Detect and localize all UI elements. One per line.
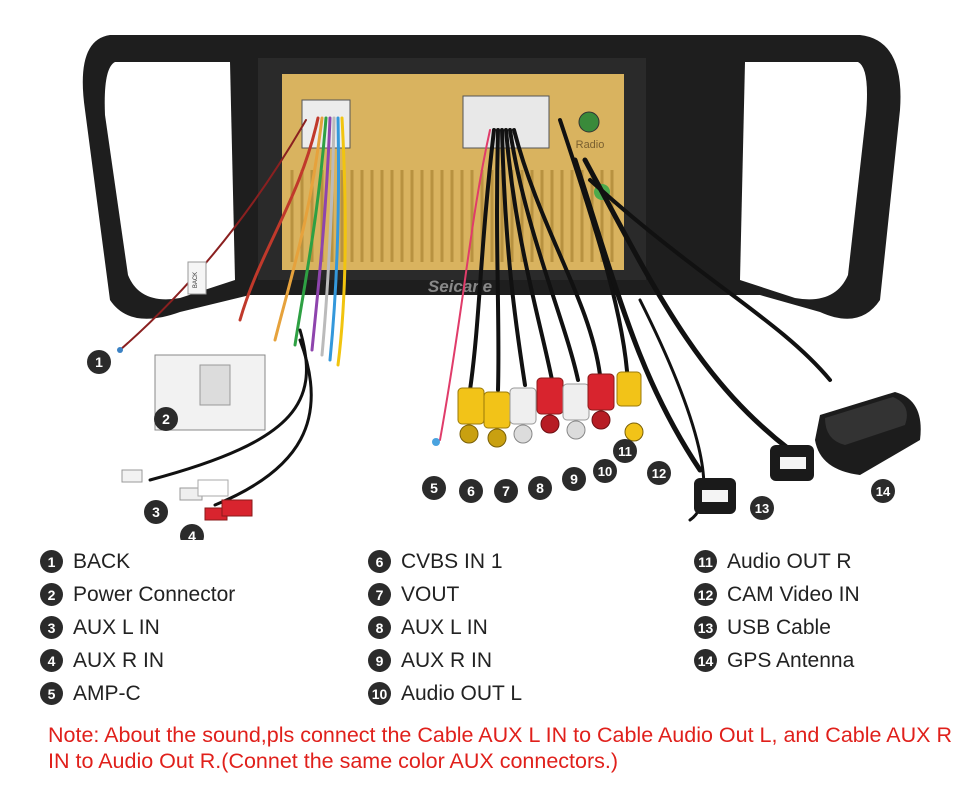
number-badge: 9	[368, 649, 391, 672]
callout-badge: 3	[144, 500, 168, 524]
callout-badge: 13	[750, 496, 774, 520]
radio-antenna-socket	[578, 111, 600, 133]
callout-badge: 9	[562, 467, 586, 491]
svg-text:10: 10	[598, 464, 612, 479]
number-badge: 12	[694, 583, 717, 606]
callout-badge: 2	[154, 407, 178, 431]
callout-badge: 10	[593, 459, 617, 483]
number-badge: 3	[40, 616, 63, 639]
legend: 1 BACK 2 Power Connector 3 AUX L IN 4 AUX R …	[40, 545, 960, 715]
legend-item: 3 AUX L IN	[40, 611, 235, 644]
svg-text:1: 1	[95, 354, 103, 370]
legend-item: 13 USB Cable	[694, 611, 860, 644]
svg-text:8: 8	[536, 480, 544, 496]
number-badge: 10	[368, 682, 391, 705]
callout-badge: 5	[422, 476, 446, 500]
svg-text:7: 7	[502, 483, 510, 499]
legend-label: AUX R IN	[401, 648, 493, 672]
number-badge: 7	[368, 583, 391, 606]
legend-label: Power Connector	[73, 582, 236, 606]
number-badge: 13	[694, 616, 717, 639]
svg-text:3: 3	[152, 504, 160, 520]
number-badge: 6	[368, 550, 391, 573]
frame-left-opening	[104, 62, 235, 300]
svg-text:11: 11	[618, 444, 632, 459]
back-tag-label: BACK	[193, 272, 199, 288]
svg-text:9: 9	[570, 471, 578, 487]
legend-label: AMP-C	[73, 681, 141, 705]
legend-item: 9 AUX R IN	[368, 644, 522, 677]
number-badge: 8	[368, 616, 391, 639]
legend-label: VOUT	[401, 582, 460, 606]
number-badge: 4	[40, 649, 63, 672]
power-connector-tab	[199, 364, 231, 406]
svg-text:14: 14	[876, 484, 891, 499]
callout-badge: 14	[871, 479, 895, 503]
callout-badge: 4	[180, 524, 204, 540]
legend-item: 6 CVBS IN 1	[368, 545, 522, 578]
legend-label: Audio OUT L	[401, 681, 523, 705]
usb-connectors	[694, 445, 814, 514]
legend-item: 10 Audio OUT L	[368, 677, 522, 710]
legend-label: GPS Antenna	[727, 648, 855, 672]
legend-item: 1 BACK	[40, 545, 235, 578]
brand-watermark: Seicane	[428, 277, 492, 296]
legend-item: 11 Audio OUT R	[694, 545, 860, 578]
legend-label: USB Cable	[727, 615, 831, 639]
legend-label: AUX L IN	[401, 615, 488, 639]
callout-badge: 7	[494, 479, 518, 503]
svg-text:2: 2	[162, 411, 170, 427]
wiring-diagram: Radio Seicane BACK	[82, 35, 921, 540]
legend-column-3: 11 Audio OUT R 12 CAM Video IN 13 USB Cable…	[694, 545, 860, 677]
legend-label: CVBS IN 1	[401, 549, 503, 573]
number-badge: 2	[40, 583, 63, 606]
rca-connectors	[432, 371, 644, 448]
number-badge: 5	[40, 682, 63, 705]
legend-column-1: 1 BACK 2 Power Connector 3 AUX L IN 4 AUX R …	[40, 545, 235, 710]
radio-socket-label: Radio	[576, 139, 605, 151]
svg-text:4: 4	[188, 528, 196, 540]
aux-plug-left-pair	[121, 469, 253, 521]
callout-badge: 11	[613, 439, 637, 463]
legend-item: 12 CAM Video IN	[694, 578, 860, 611]
legend-label: AUX L IN	[73, 615, 160, 639]
frame-right-opening	[740, 62, 867, 300]
callout-badge: 12	[647, 461, 671, 485]
gps-antenna	[815, 392, 921, 475]
legend-item: 4 AUX R IN	[40, 644, 235, 677]
legend-item: 7 VOUT	[368, 578, 522, 611]
legend-label: Audio OUT R	[727, 549, 852, 573]
svg-text:12: 12	[652, 466, 666, 481]
callout-badge: 1	[87, 350, 111, 374]
legend-item: 2 Power Connector	[40, 578, 235, 611]
legend-column-2: 6 CVBS IN 1 7 VOUT 8 AUX L IN 9 AUX R IN 10 A…	[368, 545, 522, 710]
legend-item: 8 AUX L IN	[368, 611, 522, 644]
number-badge: 14	[694, 649, 717, 672]
legend-item: 5 AMP-C	[40, 677, 235, 710]
wiring-note: Note: About the sound,pls connect the Ca…	[48, 723, 952, 773]
legend-label: AUX R IN	[73, 648, 165, 672]
svg-text:5: 5	[430, 480, 438, 496]
callout-badge: 8	[528, 476, 552, 500]
svg-text:6: 6	[467, 483, 475, 499]
number-badge: 1	[40, 550, 63, 573]
svg-text:13: 13	[755, 501, 769, 516]
legend-item: 14 GPS Antenna	[694, 644, 860, 677]
legend-label: BACK	[73, 549, 131, 573]
number-badge: 11	[694, 550, 717, 573]
back-wire-tip	[117, 347, 123, 353]
legend-label: CAM Video IN	[727, 582, 860, 606]
back-tag	[187, 261, 207, 295]
callout-badge: 6	[459, 479, 483, 503]
